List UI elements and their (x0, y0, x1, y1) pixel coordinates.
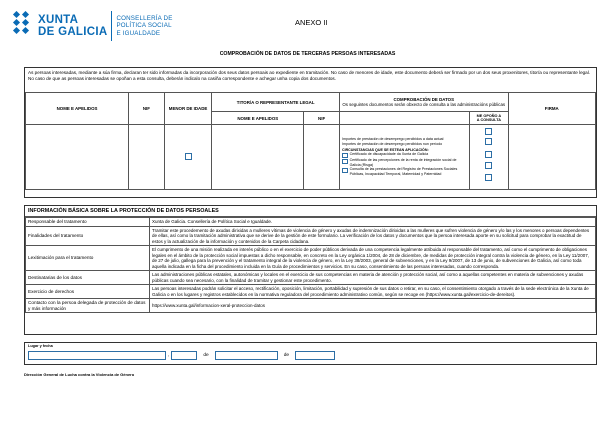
protection-value: https://www.xunta.gal/informacion-xeral-… (149, 298, 596, 313)
third-party-table: NOME E APELIDOS NIF MENOR DE IDADE TITOR… (24, 92, 597, 190)
oppose-cell (469, 124, 509, 190)
annex-label: ANEXO II (295, 18, 328, 27)
consult-list: Importes de prestación de desemprego per… (338, 124, 471, 190)
intro-text: As persoas interesadas, mediante a súa f… (28, 70, 591, 81)
document-title: COMPROBACIÓN DE DATOS DE TERCERAS PERSOA… (219, 51, 396, 57)
circ-2-checkbox[interactable] (341, 158, 348, 165)
col-tutor-header: TITOR/A O REPRESENTANTE LEGAL (211, 92, 340, 112)
minor-checkbox[interactable] (184, 153, 192, 160)
protection-key: Contacto con la persoa delegada de prote… (25, 298, 150, 313)
col-name-header: NOME E APELIDOS (24, 92, 130, 125)
protection-key: Responsable del tratamento (25, 217, 150, 227)
tutor-name-cell[interactable] (211, 124, 305, 190)
logo-main-line-1: XUNTA (38, 14, 79, 26)
col-check-header: COMPROBACIÓN DE DATOS Os seguintes docum… (338, 92, 509, 112)
year-field[interactable] (295, 351, 336, 360)
logo-sub-line-2: POLÍTICA SOCIAL (116, 22, 172, 30)
third-party-section: As persoas interesadas, mediante a súa f… (24, 67, 597, 198)
protection-key: Exercicio de derechos (25, 284, 150, 299)
protection-value: Las persoas interesadas podrán solicitar… (149, 284, 596, 299)
oppose-3-checkbox[interactable] (485, 151, 493, 158)
name-cell[interactable] (24, 124, 130, 190)
tutor-nif-cell[interactable] (303, 124, 340, 190)
protection-key: Lexitimación para el tratamento (25, 245, 150, 271)
place-date-section: Lugar y fecha , de de (24, 342, 597, 365)
oppose-1-checkbox[interactable] (485, 128, 493, 135)
col-tutor-name-header: NOME E APELIDOS (211, 111, 305, 125)
col-minor-header: MENOR DE IDADE (163, 92, 213, 125)
month-field[interactable] (214, 351, 278, 360)
protection-value: El cumprimento de una misión realizada e… (149, 245, 596, 271)
protection-key: Finalidades del tratamento (25, 225, 150, 246)
logo-main-line-2: DE GALICIA (38, 26, 108, 38)
logo-sub-line-3: E IGUALDADE (116, 29, 161, 37)
place-date-label: Lugar y fecha (28, 344, 53, 348)
xunta-crest-icon (12, 11, 30, 35)
oppose-4-checkbox[interactable] (485, 162, 493, 169)
footer-department: Dirección General de Lucha contra la Vio… (24, 372, 135, 377)
logo-separator (111, 11, 113, 41)
protection-value: Xunta de Galicia. Consellería de Polític… (149, 217, 596, 227)
protection-value: Las administraciones públicas estatales,… (149, 270, 596, 285)
logo-sub-line-1: CONSELLERÍA DE (116, 14, 173, 22)
protection-value: Tramitar este procedemento de axudas dir… (149, 225, 596, 246)
data-protection-heading: INFORMACIÓN BÁSICA SOBRE LA PROTECCIÓN D… (25, 206, 596, 217)
place-field[interactable] (28, 351, 166, 360)
circ-1-checkbox[interactable] (341, 152, 348, 159)
protection-key: Destinatarias de los datos (25, 270, 150, 285)
col-oppose-header: ME OPOÑO A A CONSULTA (469, 111, 509, 125)
xunta-logo: XUNTA DE GALICIA CONSELLERÍA DE POLÍTICA… (12, 6, 192, 46)
col-signature-header: FIRMA (507, 92, 597, 125)
data-protection-section: INFORMACIÓN BÁSICA SOBRE LA PROTECCIÓN D… (24, 205, 597, 335)
protection-row: Contacto con la persoa delegada de prote… (25, 298, 596, 313)
oppose-2-checkbox[interactable] (485, 138, 493, 145)
signature-cell[interactable] (507, 124, 597, 190)
col-nif-header: NIF (128, 92, 165, 125)
col-tutor-nif-header: NIF (303, 111, 340, 125)
circ-3-checkbox[interactable] (341, 167, 348, 174)
nif-cell[interactable] (128, 124, 165, 190)
oppose-5-checkbox[interactable] (485, 174, 493, 181)
day-field[interactable] (171, 351, 198, 360)
